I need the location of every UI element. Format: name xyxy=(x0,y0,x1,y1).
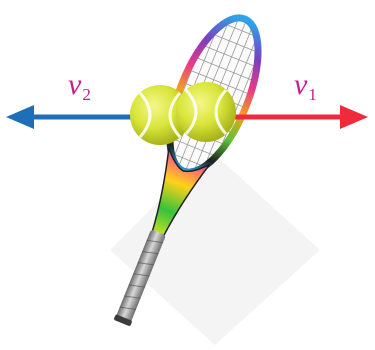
velocity-label-v2: v2 xyxy=(68,68,91,104)
v1-subscript: 1 xyxy=(308,85,317,104)
velocity-arrow-v2 xyxy=(6,105,140,129)
racket-butt-cap xyxy=(114,314,132,326)
tennis-ball-icon xyxy=(130,85,190,145)
background-shadow xyxy=(110,150,320,345)
v1-symbol: v xyxy=(294,68,308,101)
racket-throat xyxy=(151,147,211,238)
v2-subscript: 2 xyxy=(82,85,91,104)
v2-symbol: v xyxy=(68,68,82,101)
velocity-label-v1: v1 xyxy=(294,68,317,104)
tennis-ball-icon xyxy=(176,82,236,142)
velocity-arrow-v1 xyxy=(232,105,368,129)
